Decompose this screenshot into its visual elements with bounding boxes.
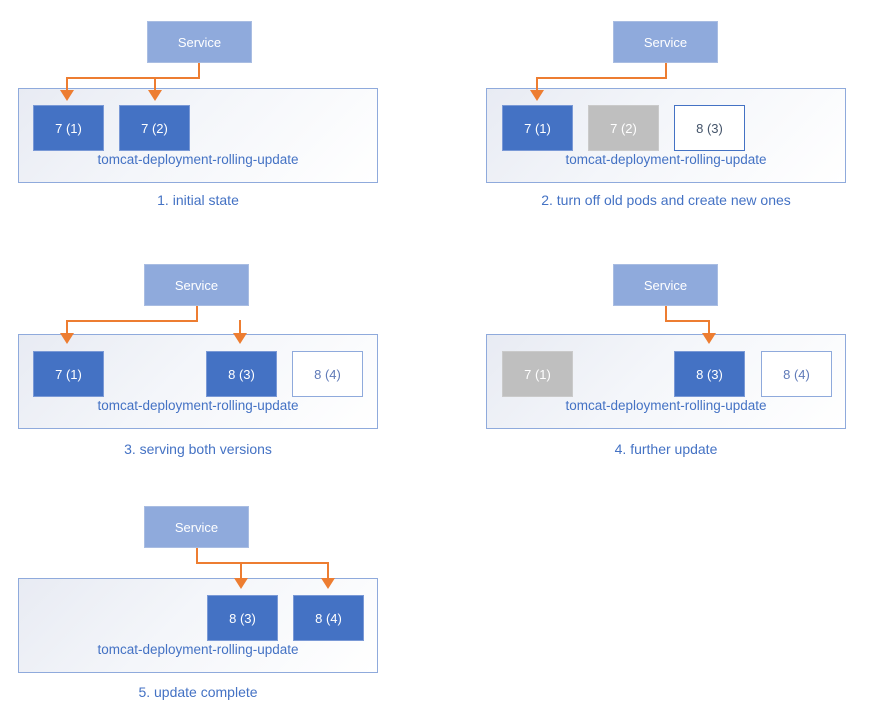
arrow-head-icon <box>702 333 716 344</box>
service-label: Service <box>643 277 688 293</box>
arrow-segment <box>240 564 242 578</box>
arrow-head-icon <box>321 578 335 589</box>
arrow-segment <box>66 79 68 91</box>
pod-label: 8 (3) <box>229 610 256 626</box>
pod-label: 7 (2) <box>141 120 168 136</box>
arrow-segment <box>154 79 156 91</box>
pod-label: 8 (3) <box>696 366 723 382</box>
arrow-head-icon <box>530 90 544 101</box>
deployment-label: tomcat-deployment-rolling-update <box>565 152 767 167</box>
pod-7-2: 7 (2) <box>588 105 659 151</box>
service-label: Service <box>174 277 219 293</box>
panel-caption: 5. update complete <box>138 684 258 700</box>
deployment-box: 7 (1) 8 (3) 8 (4) tomcat-deployment-roll… <box>486 334 846 429</box>
service-label: Service <box>174 519 219 535</box>
deployment-label: tomcat-deployment-rolling-update <box>565 398 767 413</box>
arrow-head-icon <box>233 333 247 344</box>
arrow-segment <box>665 306 667 322</box>
arrow-segment <box>198 63 200 79</box>
pod-label: 8 (4) <box>315 610 342 626</box>
panel-caption: 2. turn off old pods and create new ones <box>541 192 791 208</box>
arrow-segment <box>196 562 329 564</box>
arrow-segment <box>536 79 538 91</box>
pod-7-2: 7 (2) <box>119 105 190 151</box>
arrow-segment <box>196 306 198 322</box>
pod-8-4: 8 (4) <box>292 351 363 397</box>
pod-label: 8 (4) <box>314 366 341 382</box>
pod-7-1: 7 (1) <box>33 351 104 397</box>
arrow-segment <box>708 322 710 334</box>
pod-8-3: 8 (3) <box>207 595 278 641</box>
arrow-segment <box>66 322 68 334</box>
panel-caption: 1. initial state <box>157 192 239 208</box>
pod-label: 8 (3) <box>228 366 255 382</box>
panel-initial-state: Service 7 (1) 7 (2) tomcat-deployment-ro… <box>0 0 435 225</box>
panel-update-complete: Service 8 (3) 8 (4) tomcat-deployment-ro… <box>0 482 435 718</box>
pod-8-3: 8 (3) <box>674 105 745 151</box>
pod-label: 7 (2) <box>610 120 637 136</box>
arrow-head-icon <box>234 578 248 589</box>
pod-8-3: 8 (3) <box>206 351 277 397</box>
panel-serving-both-versions: Service 7 (1) 8 (3) 8 (4) tomcat-deploym… <box>0 241 435 476</box>
pod-8-4: 8 (4) <box>293 595 364 641</box>
panel-caption: 4. further update <box>614 441 718 457</box>
pod-label: 8 (3) <box>696 120 723 136</box>
pod-label: 7 (1) <box>55 120 82 136</box>
deployment-box: 7 (1) 8 (3) 8 (4) tomcat-deployment-roll… <box>18 334 378 429</box>
service-box: Service <box>147 21 252 63</box>
deployment-box: 8 (3) 8 (4) tomcat-deployment-rolling-up… <box>18 578 378 673</box>
deployment-label: tomcat-deployment-rolling-update <box>97 152 299 167</box>
service-box: Service <box>144 506 249 548</box>
arrow-segment <box>665 63 667 79</box>
arrow-segment <box>196 548 198 564</box>
panel-caption: 3. serving both versions <box>124 441 272 457</box>
pod-7-1: 7 (1) <box>502 105 573 151</box>
pod-label: 7 (1) <box>524 120 551 136</box>
pod-label: 7 (1) <box>524 366 551 382</box>
arrow-head-icon <box>148 90 162 101</box>
pod-8-3: 8 (3) <box>674 351 745 397</box>
arrow-segment <box>327 564 329 578</box>
service-label: Service <box>643 34 688 50</box>
service-box: Service <box>613 264 718 306</box>
service-label: Service <box>177 34 222 50</box>
panel-further-update: Service 7 (1) 8 (3) 8 (4) tomcat-deploym… <box>435 241 870 476</box>
arrow-segment <box>239 320 241 334</box>
arrow-head-icon <box>60 333 74 344</box>
pod-8-4: 8 (4) <box>761 351 832 397</box>
deployment-box: 7 (1) 7 (2) tomcat-deployment-rolling-up… <box>18 88 378 183</box>
deployment-label: tomcat-deployment-rolling-update <box>97 398 299 413</box>
service-box: Service <box>613 21 718 63</box>
arrow-segment <box>66 77 200 79</box>
pod-label: 7 (1) <box>55 366 82 382</box>
arrow-head-icon <box>60 90 74 101</box>
deployment-label: tomcat-deployment-rolling-update <box>97 642 299 657</box>
arrow-segment <box>66 320 198 322</box>
deployment-box: 7 (1) 7 (2) 8 (3) tomcat-deployment-roll… <box>486 88 846 183</box>
pod-7-1: 7 (1) <box>502 351 573 397</box>
service-box: Service <box>144 264 249 306</box>
panel-turn-off-old-pods: Service 7 (1) 7 (2) 8 (3) tomcat-deploym… <box>435 0 870 225</box>
pod-label: 8 (4) <box>783 366 810 382</box>
arrow-segment <box>536 77 667 79</box>
arrow-segment <box>665 320 710 322</box>
pod-7-1: 7 (1) <box>33 105 104 151</box>
